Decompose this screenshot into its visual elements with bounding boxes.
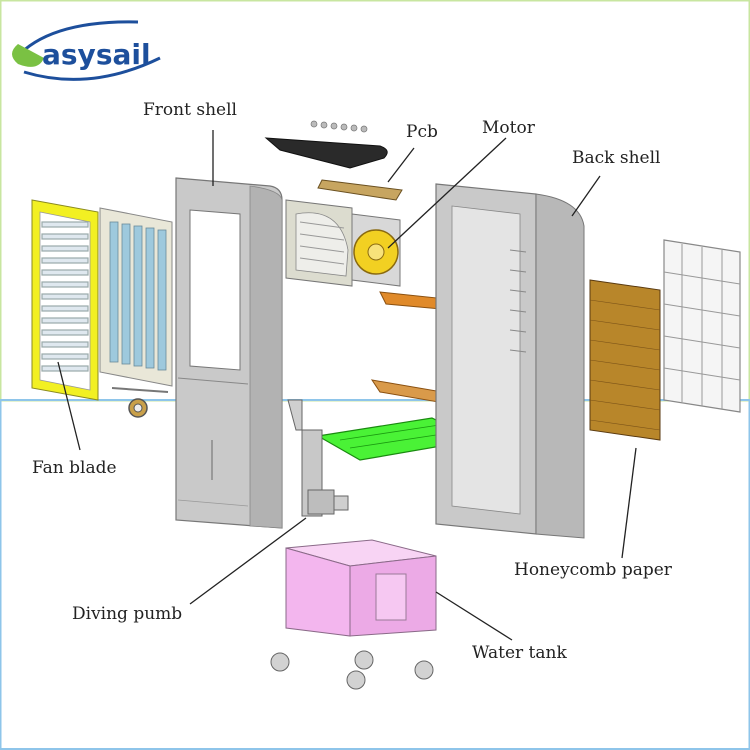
label-back-shell: Back shell — [572, 148, 661, 168]
label-diving-pumb: Diving pumb — [72, 604, 183, 624]
logo-e-mark — [12, 44, 44, 67]
louver-frame-part — [99, 207, 173, 418]
diving-pump-part — [287, 399, 349, 517]
water-tank-part — [285, 539, 437, 637]
motor-part — [285, 199, 401, 287]
label-front-shell: Front shell — [143, 100, 237, 120]
leader-lines — [57, 130, 637, 641]
honeycomb-paper-part — [589, 279, 661, 441]
back-grille-part — [663, 239, 741, 413]
label-fan-blade: Fan blade — [32, 458, 117, 478]
logo-wordmark: asysail — [42, 38, 151, 71]
label-pcb: Pcb — [406, 122, 438, 142]
casters-part — [270, 650, 434, 690]
label-water-tank: Water tank — [472, 643, 567, 663]
pcb-part — [264, 120, 403, 201]
back-shell-part — [435, 183, 585, 539]
front-shell-part — [175, 177, 283, 529]
brand-logo: asysail — [12, 20, 161, 81]
logo-swoosh-bottom — [23, 56, 161, 81]
label-motor: Motor — [482, 118, 535, 138]
fan-blade-part — [31, 199, 99, 401]
label-honeycomb-paper: Honeycomb paper — [514, 560, 672, 580]
